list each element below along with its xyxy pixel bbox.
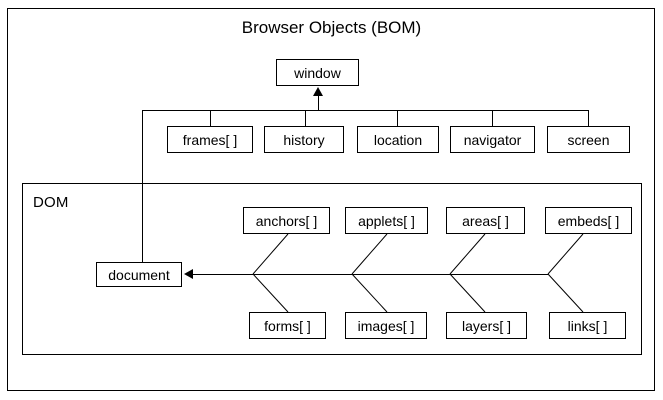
node-layers[interactable]: layers[ ] <box>446 312 527 339</box>
node-embeds-label: embeds[ ] <box>557 212 620 229</box>
dom-group-label: DOM <box>33 194 69 211</box>
arrowhead-to-window-icon <box>313 87 323 96</box>
node-frames-label: frames[ ] <box>182 131 238 148</box>
node-links-label: links[ ] <box>567 317 608 334</box>
arrowhead-to-document-icon <box>184 269 193 279</box>
node-history-label: history <box>283 131 325 148</box>
connector-bom-bus <box>142 110 589 111</box>
node-screen-label: screen <box>567 131 610 148</box>
node-window[interactable]: window <box>276 59 359 86</box>
node-history[interactable]: history <box>264 126 344 153</box>
node-images-label: images[ ] <box>357 317 415 334</box>
connector-bus-navigator <box>492 110 493 126</box>
connector-dom-spine <box>193 274 548 275</box>
node-applets-label: applets[ ] <box>358 212 415 229</box>
node-document-label: document <box>108 266 170 283</box>
node-applets[interactable]: applets[ ] <box>345 207 428 234</box>
node-layers-label: layers[ ] <box>461 317 511 334</box>
node-screen[interactable]: screen <box>547 126 630 153</box>
node-anchors[interactable]: anchors[ ] <box>243 207 330 234</box>
outer-border <box>7 8 655 391</box>
node-images[interactable]: images[ ] <box>345 312 427 339</box>
node-window-label: window <box>294 64 341 81</box>
node-navigator-label: navigator <box>463 131 522 148</box>
page-title: Browser Objects (BOM) <box>241 18 422 37</box>
node-forms-label: forms[ ] <box>264 317 311 334</box>
connector-bus-screen <box>588 110 589 126</box>
connector-bus-to-window <box>318 95 319 111</box>
node-areas[interactable]: areas[ ] <box>446 207 525 234</box>
connector-bus-location <box>397 110 398 126</box>
node-document[interactable]: document <box>96 262 182 287</box>
dom-group-border <box>22 183 642 355</box>
connector-bus-to-document <box>142 110 143 262</box>
node-location-label: location <box>373 131 423 148</box>
connector-bus-frames <box>210 110 211 126</box>
node-frames[interactable]: frames[ ] <box>167 126 253 153</box>
node-location[interactable]: location <box>357 126 439 153</box>
connector-bus-history <box>305 110 306 126</box>
node-embeds[interactable]: embeds[ ] <box>545 207 632 234</box>
node-areas-label: areas[ ] <box>462 212 509 229</box>
node-links[interactable]: links[ ] <box>549 312 626 339</box>
node-forms[interactable]: forms[ ] <box>249 312 326 339</box>
node-navigator[interactable]: navigator <box>450 126 535 153</box>
node-anchors-label: anchors[ ] <box>255 212 318 229</box>
